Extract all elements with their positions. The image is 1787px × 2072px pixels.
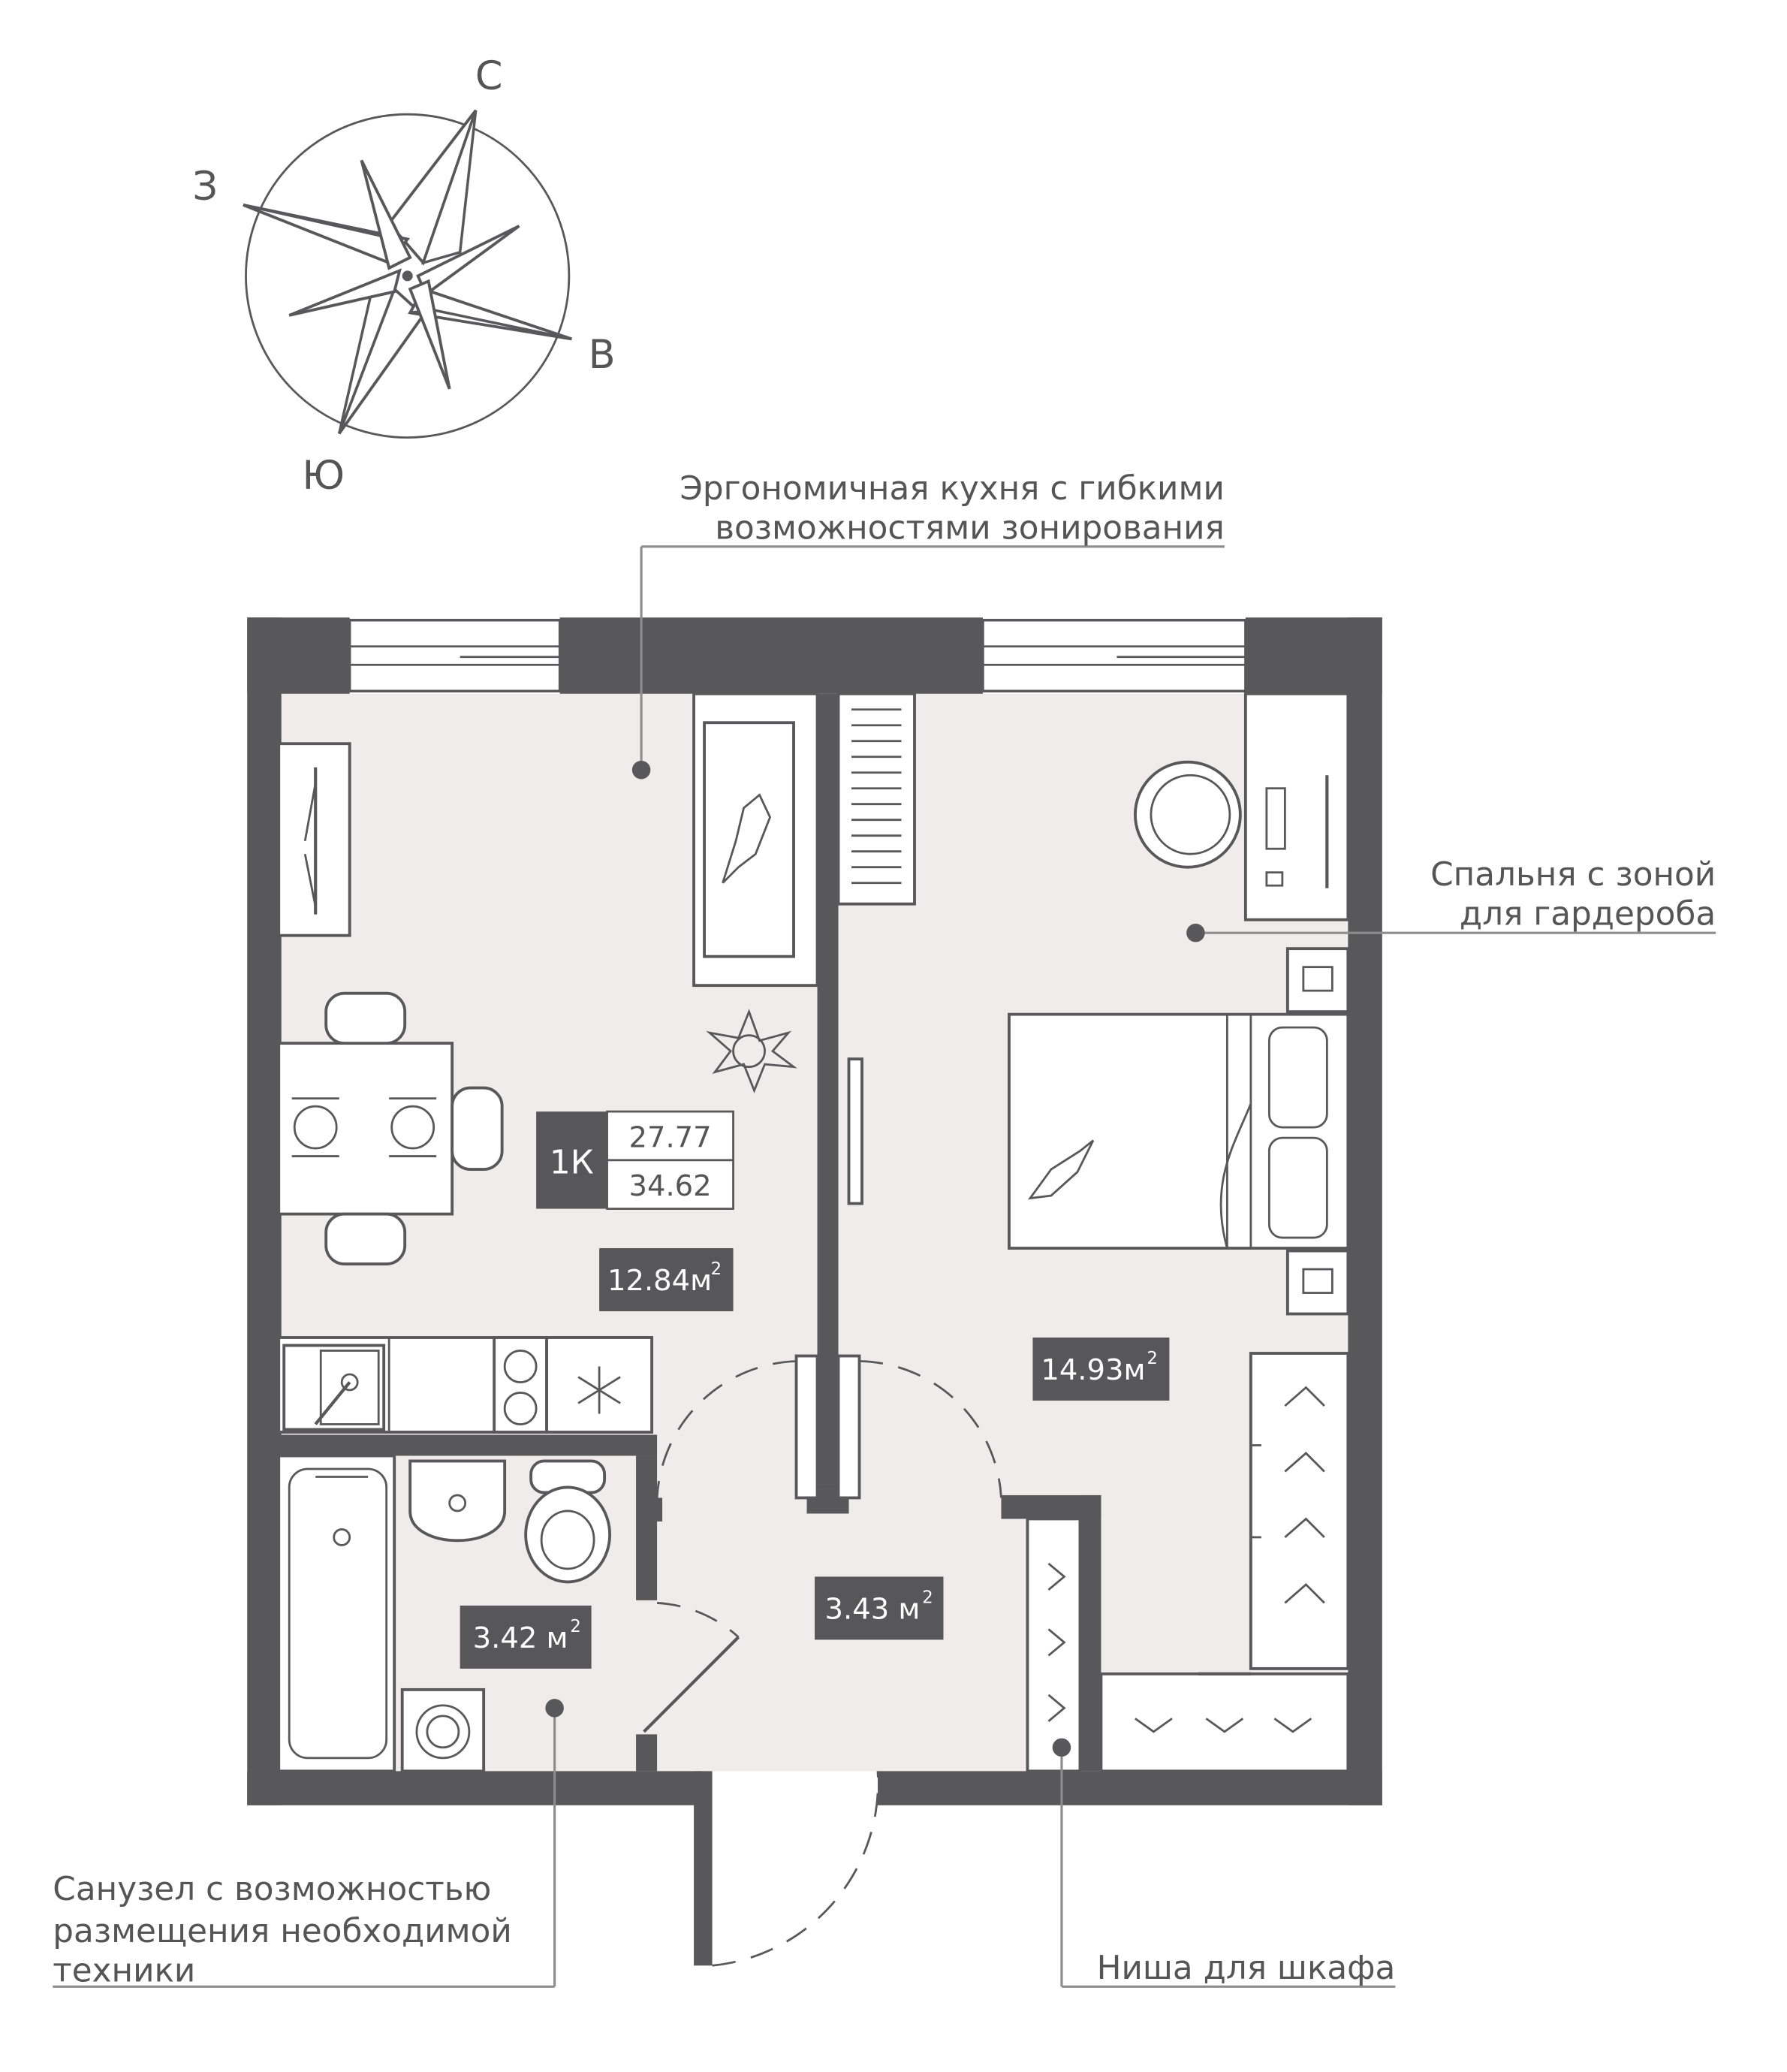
area-kitchen-value: 12.84м	[607, 1264, 712, 1298]
compass-west-label: З	[192, 164, 218, 210]
area-hallway-value: 3.43 м	[825, 1592, 921, 1626]
living-area: 27.77	[629, 1120, 712, 1154]
callout-kitchen-line2: возможностями зонирования	[715, 508, 1225, 547]
apartment-info: 1К 27.77 34.62	[536, 1110, 734, 1210]
walls	[247, 617, 1382, 1966]
callout-bathroom: Санузел с возможностью размещения необхо…	[53, 1870, 512, 1989]
area-badge-bathroom: 3.42 м 2	[460, 1605, 592, 1669]
windows	[348, 619, 1247, 692]
area-bedroom-sup: 2	[1147, 1349, 1157, 1368]
cat-icon	[1027, 1139, 1095, 1200]
compass-rose-icon: С З В Ю	[192, 53, 615, 499]
area-bedroom-value: 14.93м	[1041, 1353, 1145, 1387]
total-area: 34.62	[629, 1169, 712, 1203]
callout-bathroom-line2: размещения необходимой	[53, 1912, 512, 1950]
door-swings	[643, 1354, 1002, 1967]
callout-niche: Ниша для шкафа	[1097, 1949, 1396, 1987]
snowflake-icon	[577, 1366, 621, 1414]
area-badge-bedroom: 14.93м 2	[1032, 1338, 1170, 1401]
compass-east-label: В	[589, 332, 616, 378]
area-bathroom-value: 3.42 м	[473, 1621, 568, 1655]
callout-bathroom-line3: техники	[53, 1951, 195, 1989]
compass-south-label: Ю	[302, 453, 345, 499]
area-hallway-sup: 2	[922, 1588, 933, 1607]
callout-bedroom-line1: Спальня с зоной	[1430, 855, 1716, 894]
area-kitchen-sup: 2	[711, 1259, 722, 1279]
callout-kitchen-line1: Эргономичная кухня с гибкими	[680, 469, 1225, 508]
bedroom-furniture	[836, 692, 1350, 1773]
callout-bathroom-line1: Санузел с возможностью	[53, 1870, 491, 1908]
area-bathroom-sup: 2	[570, 1617, 580, 1636]
cat-icon	[722, 793, 772, 884]
callout-niche-line1: Ниша для шкафа	[1097, 1949, 1396, 1987]
area-badge-hallway: 3.43 м 2	[815, 1576, 944, 1640]
callout-bedroom: Спальня с зоной для гардероба	[1430, 855, 1716, 933]
callout-kitchen: Эргономичная кухня с гибкими возможностя…	[680, 469, 1225, 547]
apartment-type: 1К	[550, 1143, 594, 1181]
plant-icon	[706, 1009, 797, 1093]
leader-lines	[53, 545, 1716, 1988]
compass-north-label: С	[475, 53, 503, 99]
callout-bedroom-line2: для гардероба	[1460, 895, 1716, 933]
area-badge-kitchen: 12.84м 2	[599, 1248, 734, 1312]
bathroom-furniture	[277, 1454, 612, 1773]
kitchen-living-furniture	[277, 692, 819, 1434]
